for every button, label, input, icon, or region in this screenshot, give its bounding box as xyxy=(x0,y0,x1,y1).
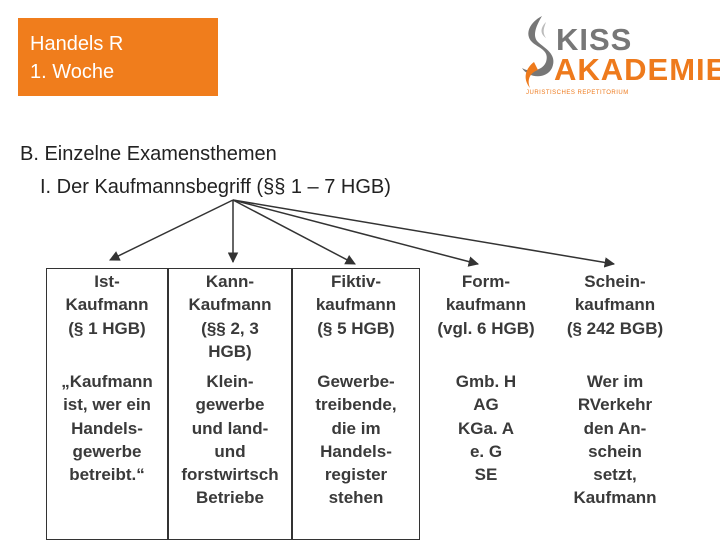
column-fiktiv-head: Fiktiv- kaufmann (§ 5 HGB) xyxy=(315,272,397,338)
column-fiktivkaufmann: Fiktiv- kaufmann (§ 5 HGB) Gewerbe- trei… xyxy=(292,270,420,507)
arrow-fiktiv xyxy=(232,199,356,265)
subsection-title: I. Der Kaufmannsbegriff (§§ 1 – 7 HGB) xyxy=(40,176,391,198)
column-form-body: Gmb. H AG KGa. A e. G SE xyxy=(455,372,517,485)
column-scheinkaufmann: Schein- kaufmann (§ 242 BGB) Wer im RVer… xyxy=(552,270,678,507)
logo-kiss-text: KISS xyxy=(556,22,633,57)
week-badge: Handels R 1. Woche xyxy=(18,18,218,96)
column-kann-body: Klein- gewerbe und land- und forstwirtsc… xyxy=(181,372,279,508)
arrow-ist xyxy=(109,199,234,261)
arrow-form xyxy=(232,199,480,267)
kiss-akademie-logo: KISS AKADEMIE JURISTISCHES REPETITORIUM xyxy=(510,6,720,106)
logo-tagline: JURISTISCHES REPETITORIUM xyxy=(526,90,629,96)
badge-line-2: 1. Woche xyxy=(30,61,115,83)
column-kann-head: Kann- Kaufmann (§§ 2, 3 HGB) xyxy=(188,272,272,361)
arrow-schein xyxy=(232,199,616,268)
column-kann-kaufmann: Kann- Kaufmann (§§ 2, 3 HGB) Klein- gewe… xyxy=(168,270,292,507)
badge-line-1: Handels R xyxy=(30,33,124,55)
column-ist-kaufmann: Ist- Kaufmann (§ 1 HGB) „Kaufmann ist, w… xyxy=(46,270,168,484)
column-schein-body: Wer im RVerkehr den An- schein setzt, Ka… xyxy=(573,372,657,508)
column-form-head: Form- kaufmann (vgl. 6 HGB) xyxy=(437,272,535,338)
column-schein-head: Schein- kaufmann (§ 242 BGB) xyxy=(566,272,664,338)
flame-s-logo-icon xyxy=(522,16,554,88)
logo-akademie-text: AKADEMIE xyxy=(554,52,720,87)
column-ist-body: „Kaufmann ist, wer ein Handels- gewerbe … xyxy=(61,372,153,485)
column-formkaufmann: Form- kaufmann (vgl. 6 HGB) Gmb. H AG KG… xyxy=(422,270,550,484)
column-fiktiv-body: Gewerbe- treibende, die im Handels- regi… xyxy=(315,372,397,508)
column-ist-head: Ist- Kaufmann (§ 1 HGB) xyxy=(65,272,149,338)
section-title: B. Einzelne Examensthemen xyxy=(20,143,277,165)
